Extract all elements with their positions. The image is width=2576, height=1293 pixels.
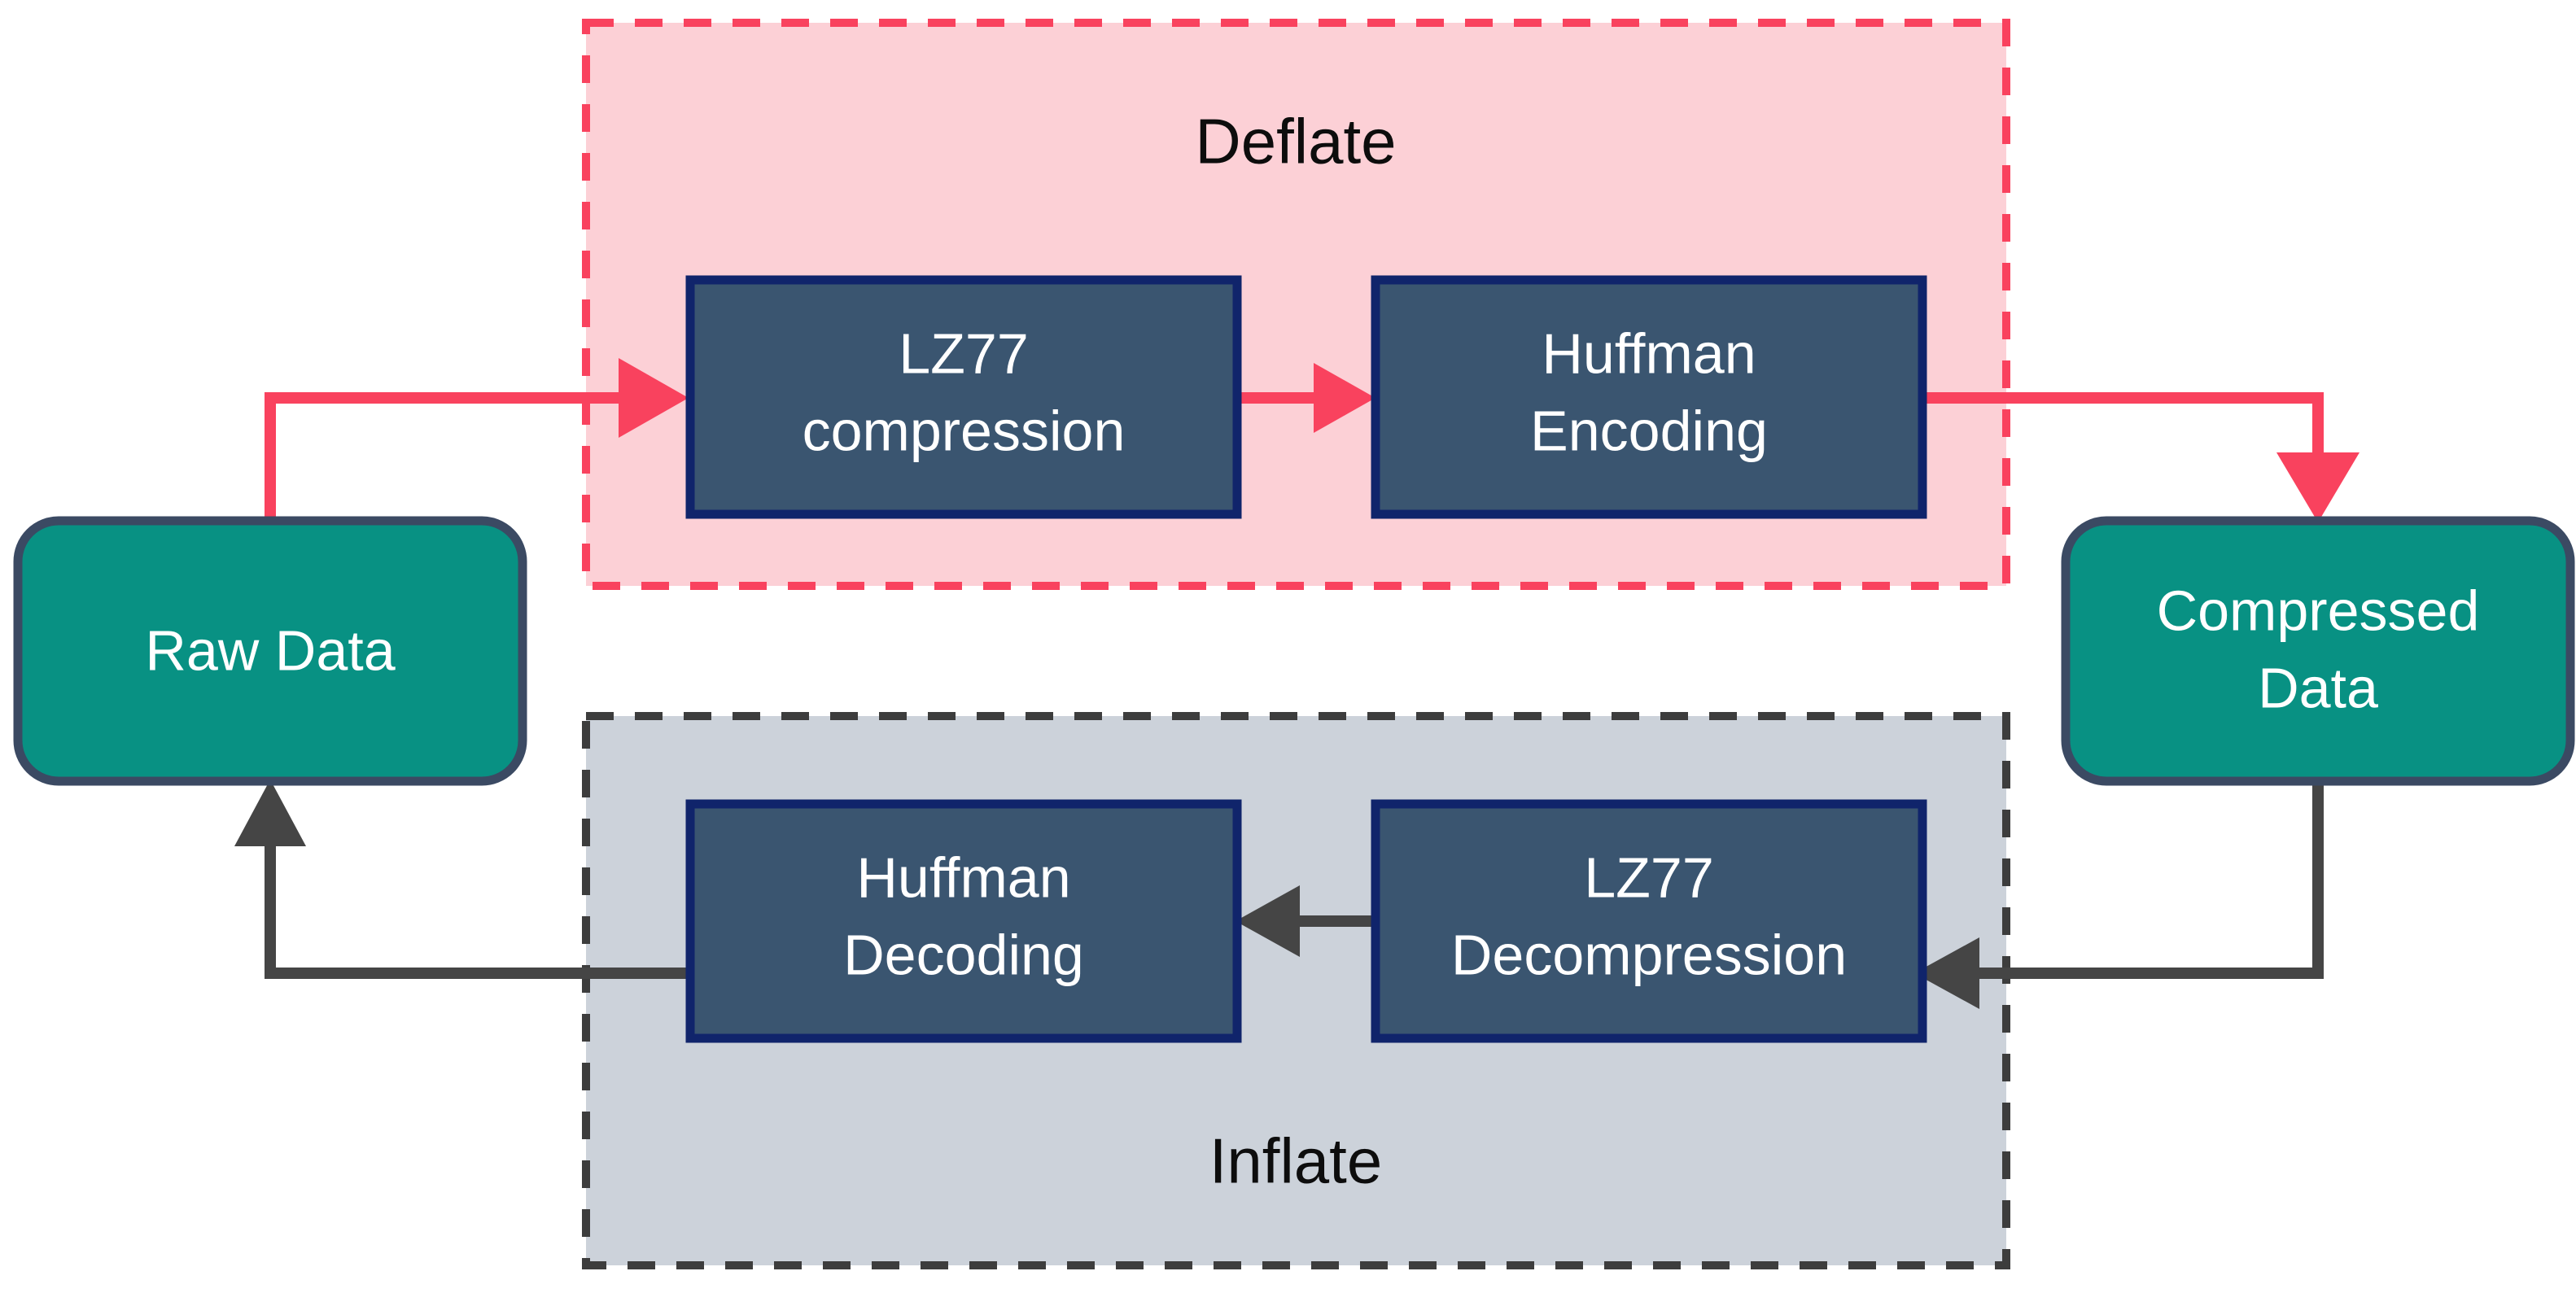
huffman-decoding-label-line2: Decoding — [843, 923, 1084, 986]
inflate-region-label: Inflate — [1209, 1125, 1382, 1197]
raw-data-label: Raw Data — [145, 618, 395, 682]
edge-lz77dec-to-huffmandec — [1236, 885, 1375, 957]
lz77-compression-box — [685, 275, 1242, 519]
lz77-decompression-label-line1: LZ77 — [1584, 845, 1714, 909]
huffman-decoding-box — [685, 799, 1242, 1043]
lz77-compression-label-line1: LZ77 — [899, 321, 1029, 385]
huffman-encoding-box — [1371, 275, 1927, 519]
huffman-encoding-label-line2: Encoding — [1530, 399, 1768, 462]
edge-huffmandec-to-raw — [234, 780, 690, 979]
node-lz77-compression[interactable]: LZ77 compression — [685, 275, 1242, 519]
edge-raw-to-lz77 — [265, 358, 689, 525]
edge-raw-to-lz77-arrowhead — [619, 358, 689, 438]
lz77-compression-label-line2: compression — [803, 399, 1126, 462]
huffman-encoding-label-line1: Huffman — [1542, 321, 1756, 385]
huffman-decoding-label-line1: Huffman — [856, 845, 1070, 909]
edge-huffman-to-compressed-line — [1922, 392, 2324, 464]
edge-compressed-to-lz77dec-line — [1953, 780, 2324, 979]
edge-lz77-to-huffman-arrowhead — [1314, 363, 1375, 433]
raw-data-box — [13, 516, 527, 786]
node-lz77-decompression[interactable]: LZ77 Decompression — [1371, 799, 1927, 1043]
compressed-data-box — [2061, 516, 2575, 786]
edge-lz77dec-to-huffmandec-arrowhead — [1236, 885, 1300, 957]
compressed-data-label-line1: Compressed — [2157, 579, 2480, 642]
lz77-decompression-label-line2: Decompression — [1451, 923, 1847, 986]
edge-lz77-to-huffman — [1237, 363, 1375, 433]
node-huffman-decoding[interactable]: Huffman Decoding — [685, 799, 1242, 1043]
edge-huffman-to-compressed — [1922, 392, 2360, 522]
edge-huffman-to-compressed-arrowhead — [2276, 452, 2360, 522]
node-huffman-encoding[interactable]: Huffman Encoding — [1371, 275, 1927, 519]
edge-raw-to-lz77-line — [265, 392, 643, 525]
lz77-decompression-box — [1371, 799, 1927, 1043]
deflate-region-label: Deflate — [1195, 106, 1396, 177]
node-compressed-data[interactable]: Compressed Data — [2061, 516, 2575, 786]
compressed-data-label-line2: Data — [2258, 656, 2378, 719]
edge-huffmandec-to-raw-line — [265, 842, 690, 979]
edge-compressed-to-lz77dec-arrowhead — [1914, 937, 1979, 1009]
edge-huffmandec-to-raw-arrowhead — [234, 780, 306, 846]
edge-compressed-to-lz77dec — [1914, 780, 2324, 1009]
node-raw-data[interactable]: Raw Data — [13, 516, 527, 786]
